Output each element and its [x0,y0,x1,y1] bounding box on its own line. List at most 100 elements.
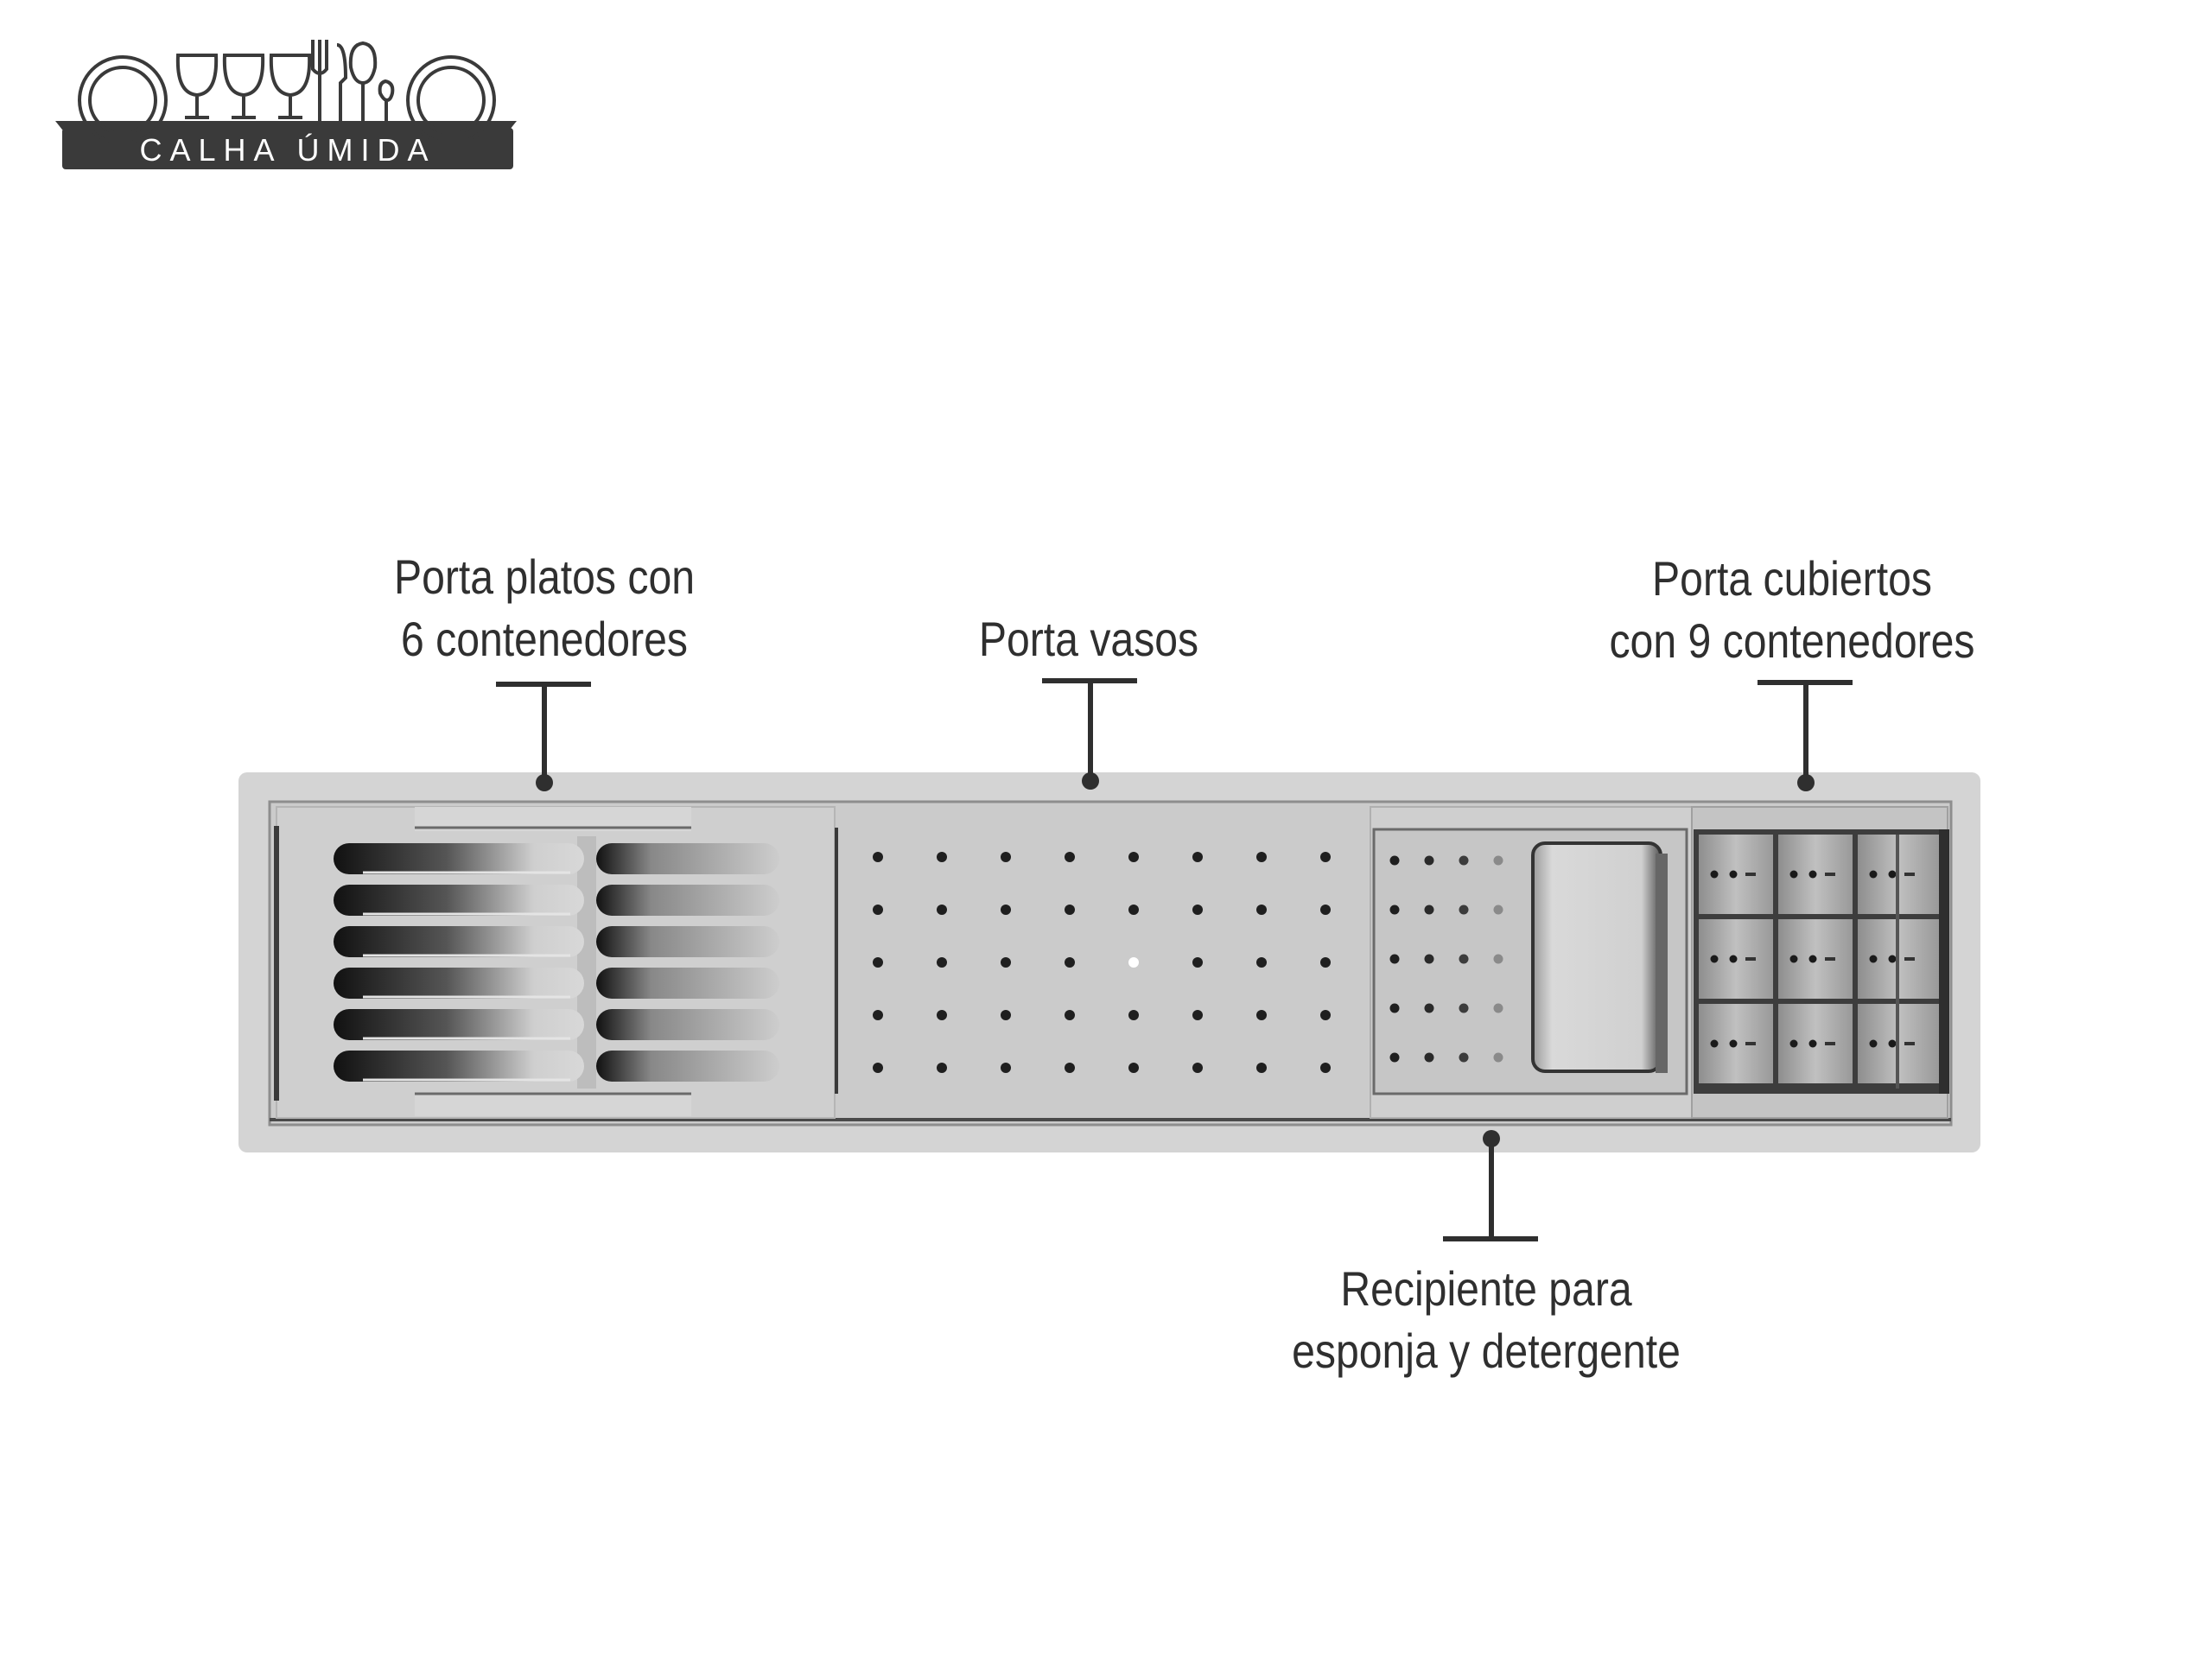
perforation-hole-icon [873,905,883,915]
logo-rack-icon [55,121,517,130]
perforation-hole-icon [937,852,947,862]
perforation-hole-icon [1320,1063,1331,1073]
perforation-hole-icon [1459,855,1469,866]
perforation-hole-icon [1128,1063,1139,1073]
perforation-hole-icon [1065,1010,1075,1020]
plate-left-icon [78,55,168,145]
perforation-hole-icon [1888,1039,1897,1048]
perforation-hole-icon [1789,955,1798,963]
perforation-hole-icon [1320,1010,1331,1020]
dish-slot-icon [334,1009,584,1040]
perforation-hole-icon [1789,870,1798,879]
perforation-hole-icon [1192,1010,1203,1020]
perforation-hole-icon [1808,955,1817,963]
callout-leaders [496,678,1853,1241]
perforation-hole-icon [1320,957,1331,968]
perforation-hole-icon [1065,852,1075,862]
perforation-hole-icon [1128,852,1139,862]
perforation-hole-icon [1192,905,1203,915]
callout-pin-icon [1082,772,1099,790]
perforation-hole-icon [1729,955,1738,963]
dish-slot-icon [596,926,779,957]
perforation-hole-icon [1128,1010,1139,1020]
fork-icon [311,40,328,121]
spoon-icon [348,41,378,121]
perforation-hole-icon [1869,955,1878,963]
perforation-hole-icon [873,852,883,862]
perforation-hole-icon [1869,870,1878,879]
perforation-hole-icon [1888,955,1897,963]
perforation-hole-icon [1192,957,1203,968]
perforation-hole-icon [937,1063,947,1073]
perforation-hole-icon [1424,1003,1434,1013]
perforation-hole-icon [1493,905,1503,915]
perforation-hole-icon [937,957,947,968]
leader-sponge-container [1443,1130,1538,1241]
dish-slot-icon [596,1009,779,1040]
perforation-hole-icon [1808,870,1817,879]
leader-dish-rack [496,682,591,791]
dish-slot-icon [596,885,779,916]
perforation-hole-icon [1424,954,1434,964]
perforation-hole-icon [1001,1010,1011,1020]
sponge-container-module [1370,806,1693,1119]
perforation-hole-icon [1256,905,1267,915]
dish-slot-icon [596,1051,779,1082]
perforation-hole-icon [1128,905,1139,915]
perforation-hole-icon [1710,870,1719,879]
cutlery-cells [1699,835,1939,1089]
perforation-hole-icon [1869,1039,1878,1048]
perforation-hole-icon [1256,1010,1267,1020]
callout-label-sponge-container: Recipiente para esponja y detergente [1292,1261,1681,1378]
detergent-compartment [1531,841,1662,1073]
leader-glass-holder [1042,678,1137,790]
perforation-hole-icon [1389,1003,1400,1013]
cutlery-holder-module [1691,806,1949,1119]
sponge-perforation-holes [1389,855,1503,1063]
perforation-hole-icon [1389,954,1400,964]
perforation-hole-icon [937,905,947,915]
logo-bar [62,128,513,169]
perforation-hole-icon [1389,855,1400,866]
glass-3-icon [269,54,312,119]
perforation-hole-icon [1424,905,1434,915]
brand-logo [55,40,517,169]
perforation-hole-icon [1459,954,1469,964]
perforation-hole-icon [1320,852,1331,862]
glass-holder-module [840,807,1369,1118]
glass-1-icon [175,54,219,119]
logo-text: CALHA ÚMIDA [139,132,436,168]
perforation-hole-icon [1065,905,1075,915]
perforation-hole-icon [1065,1063,1075,1073]
perforation-hole-icon [1493,954,1503,964]
callout-pin-icon [1797,774,1815,791]
perforation-hole-icon [1389,1052,1400,1063]
perforation-hole-icon [1888,870,1897,879]
dish-slot-icon [596,968,779,999]
perforation-hole-icon [1256,852,1267,862]
perforation-holes [873,852,1331,1073]
perforation-hole-icon [1424,1052,1434,1063]
glass-2-icon [222,54,265,119]
callout-label-dish-rack: Porta platos con 6 contenedores [393,549,696,666]
knife-icon [336,43,348,121]
tableware-rack-logo [78,40,496,145]
perforation-hole-icon [1459,905,1469,915]
perforation-hole-icon [873,1010,883,1020]
perforation-hole-icon [873,957,883,968]
dish-slot-icon [334,885,584,916]
perforation-hole-icon [1729,870,1738,879]
perforation-hole-icon [1493,1052,1503,1063]
perforation-hole-icon [1065,957,1075,968]
perforation-hole-icon [1256,957,1267,968]
perforation-hole-icon [1729,1039,1738,1048]
dish-slot-icon [334,843,584,874]
perforation-hole-icon [1001,957,1011,968]
perforation-hole-icon [1808,1039,1817,1048]
perforation-hole-icon [1789,1039,1798,1048]
perforation-hole-icon [1710,1039,1719,1048]
perforation-hole-icon [1192,852,1203,862]
perforation-hole-icon [937,1010,947,1020]
dish-slot-icon [334,1051,584,1082]
